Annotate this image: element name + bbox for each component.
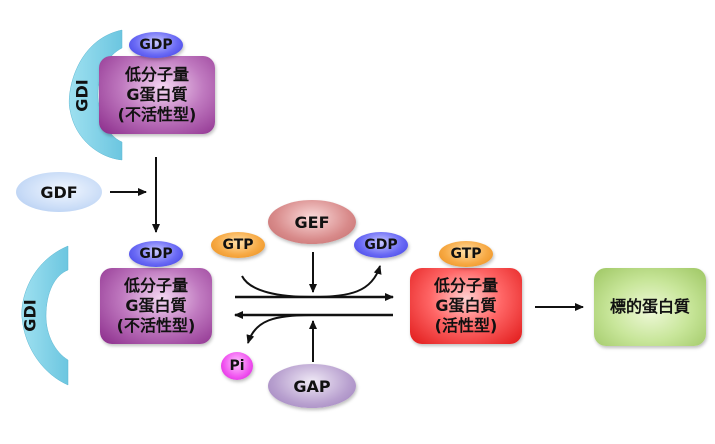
target-protein-label: 標的蛋白質 (609, 297, 690, 316)
protein-line-1: 低分子量 (433, 276, 498, 295)
protein-line-3: (不活性型) (117, 105, 197, 124)
gdf-oval: GDF (16, 172, 102, 212)
active-g-protein: 低分子量 G蛋白質 (活性型) (410, 268, 522, 344)
target-protein: 標的蛋白質 (594, 268, 706, 346)
protein-line-2: G蛋白質 (125, 296, 187, 315)
gdp-badge-top: GDP (129, 32, 183, 58)
arrow-gdp-out (311, 265, 382, 298)
protein-line-2: G蛋白質 (435, 296, 497, 315)
gdi-label-bottom: GDI (20, 299, 40, 332)
protein-line-1: 低分子量 (124, 65, 189, 84)
gdi-crescent-bottom (21, 245, 69, 386)
protein-line-3: (不活性型) (116, 316, 196, 335)
protein-line-3: (活性型) (434, 316, 498, 335)
gdi-label-top: GDI (72, 79, 92, 112)
gtp-in-badge: GTP (211, 232, 265, 258)
arrow-gtp-in (241, 275, 313, 298)
arrow-pi-out (246, 314, 313, 344)
protein-line-1: 低分子量 (123, 276, 188, 295)
inactive-g-protein: 低分子量 G蛋白質 (不活性型) (100, 268, 212, 344)
gtp-badge-active: GTP (439, 241, 493, 267)
protein-line-2: G蛋白質 (126, 85, 188, 104)
gdp-out-badge: GDP (354, 232, 408, 258)
pi-badge: Pi (221, 352, 253, 380)
gdp-badge-inactive: GDP (129, 241, 183, 267)
gap-oval: GAP (268, 364, 356, 408)
gef-oval: GEF (268, 200, 356, 244)
inactive-g-protein-top: 低分子量 G蛋白質 (不活性型) (99, 56, 215, 134)
